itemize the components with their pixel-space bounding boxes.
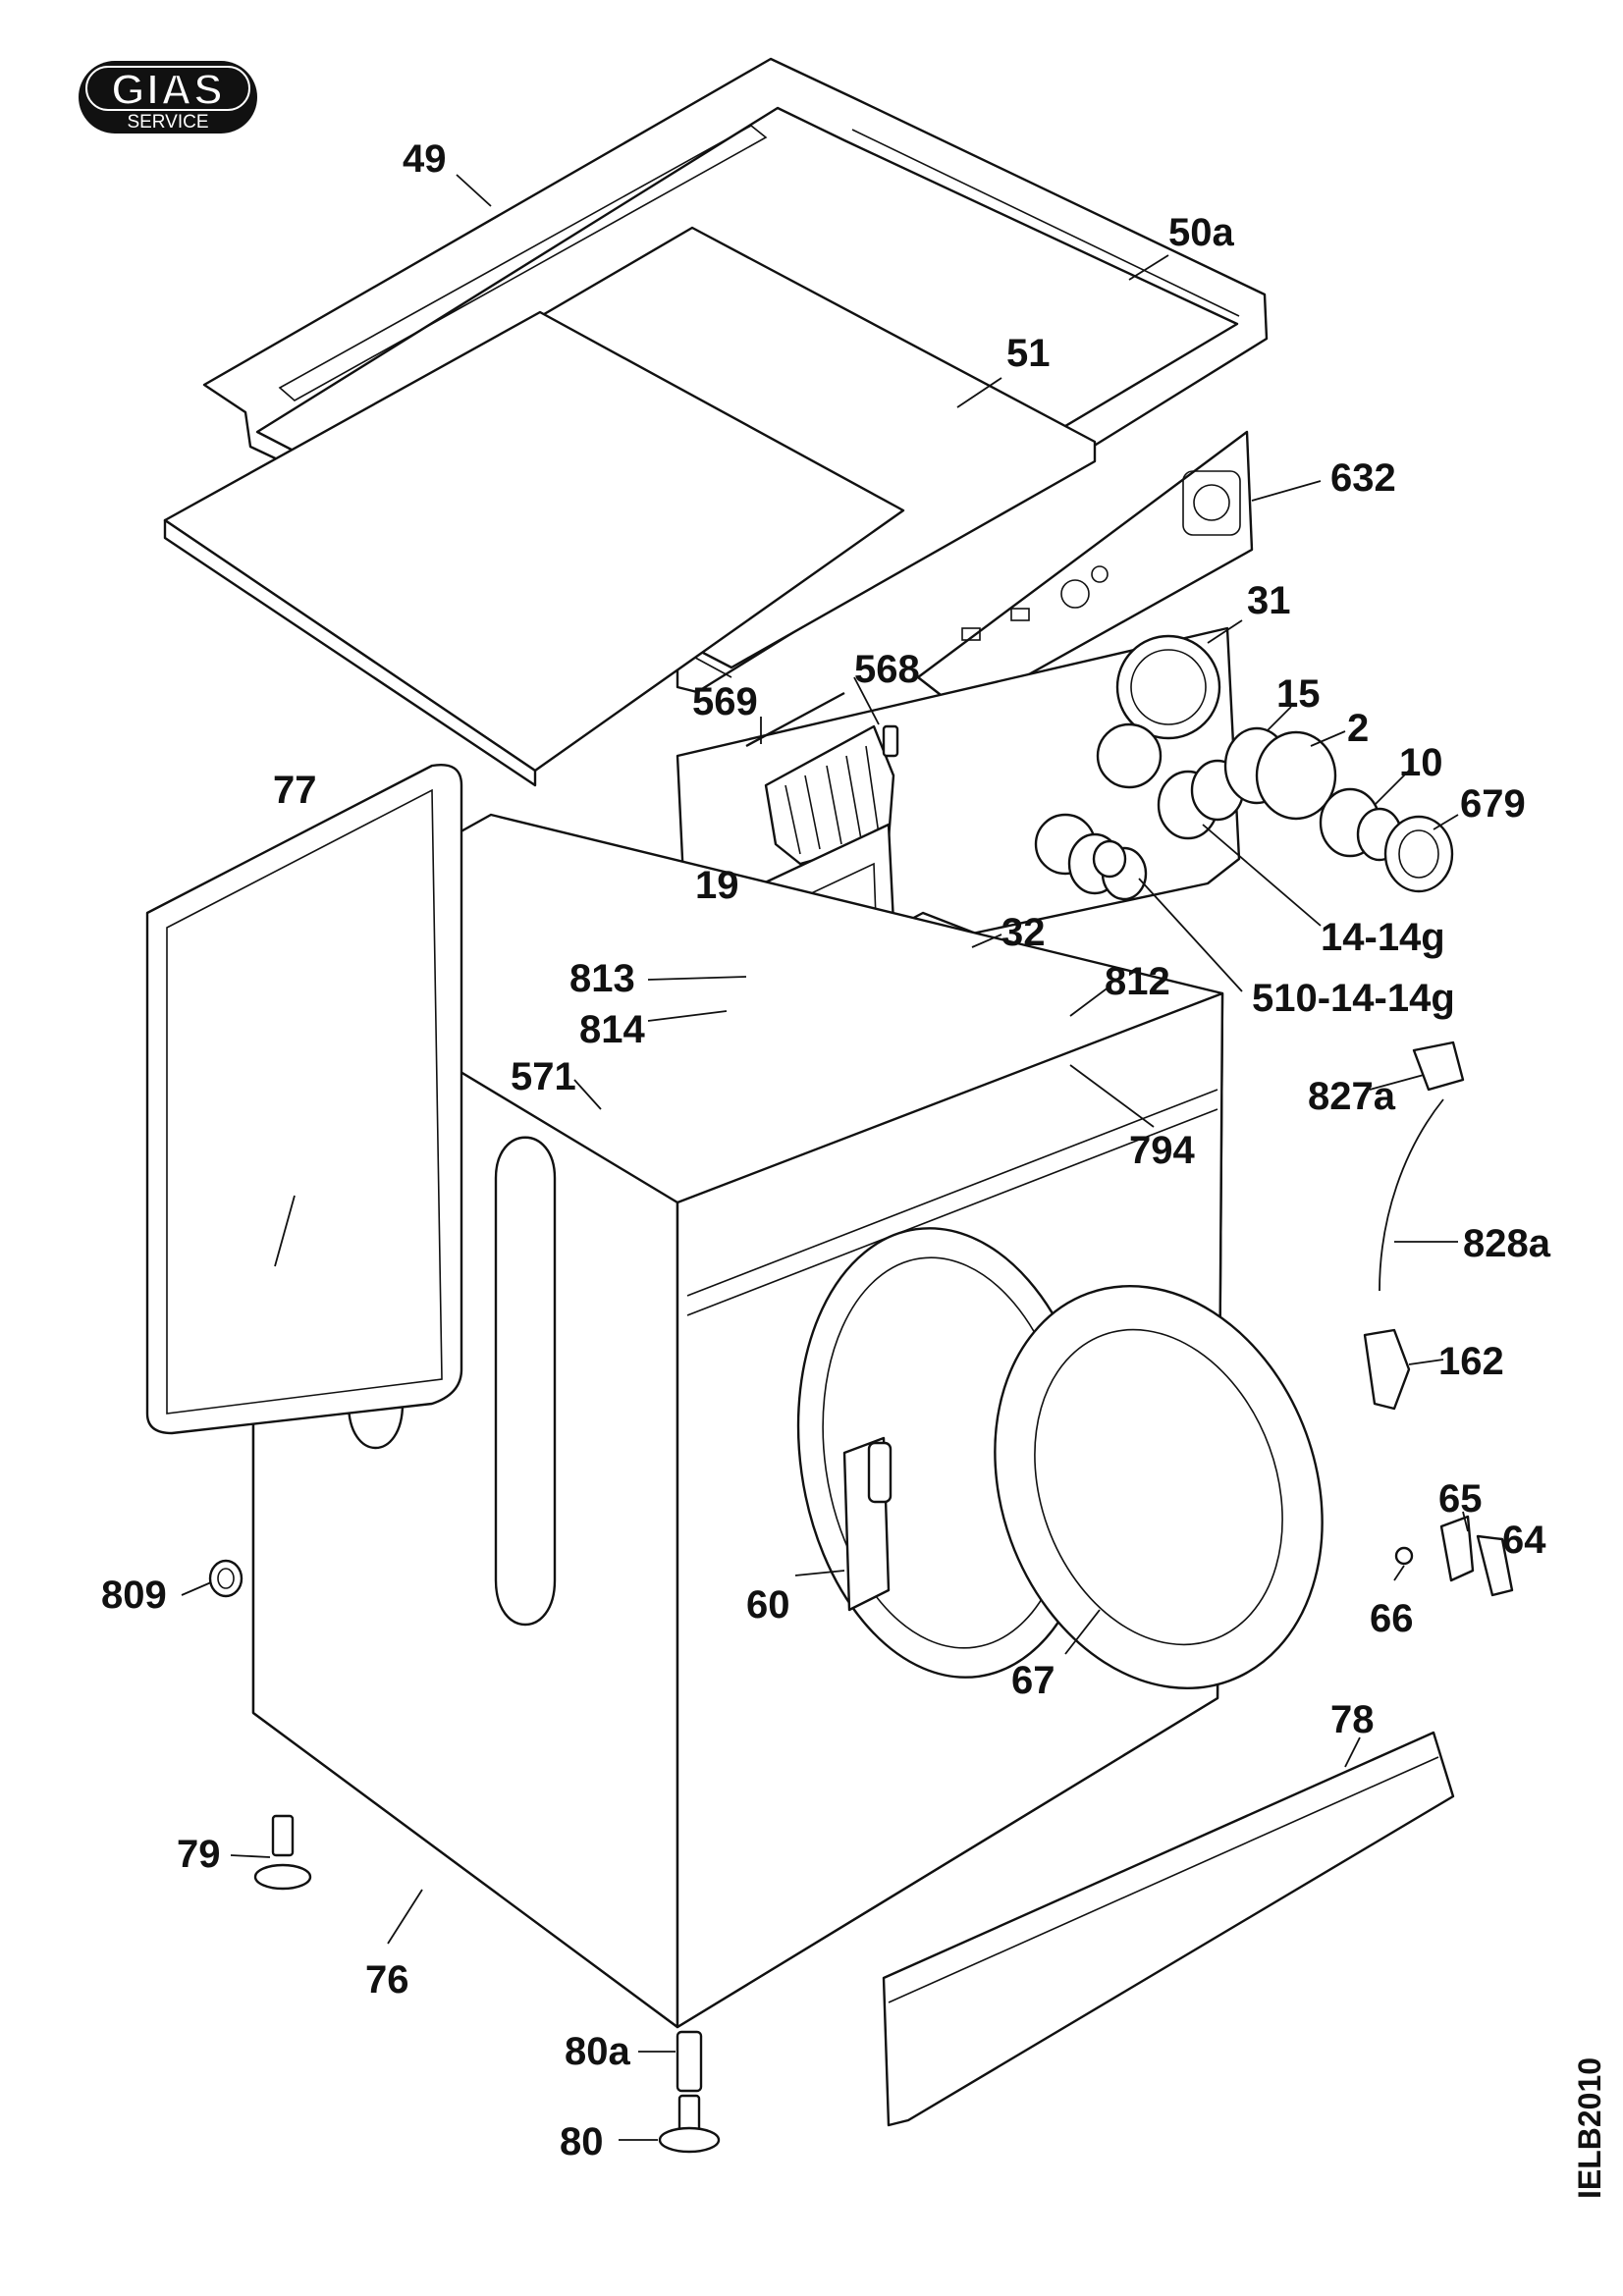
plug-cap xyxy=(208,1559,243,1598)
button-rod xyxy=(745,691,845,748)
label-568: 568 xyxy=(854,648,920,691)
label-812: 812 xyxy=(1105,960,1170,1003)
part-labels: 49 50a 51 632 31 568 569 15 2 10 679 77 … xyxy=(101,137,1551,2163)
label-794: 794 xyxy=(1129,1129,1195,1172)
logo-tagline: SERVICE xyxy=(127,112,208,133)
interlock-162 xyxy=(1363,1328,1411,1411)
door xyxy=(994,1285,1324,1689)
label-569: 569 xyxy=(692,680,758,723)
leader-lines xyxy=(181,174,1469,2141)
label-80: 80 xyxy=(560,2120,604,2163)
label-79: 79 xyxy=(177,1833,221,1876)
label-65: 65 xyxy=(1438,1477,1483,1521)
foot-80 xyxy=(658,2094,721,2154)
plinth-kickboard xyxy=(882,1731,1455,2127)
spring xyxy=(882,724,899,758)
label-49: 49 xyxy=(403,137,447,181)
label-32: 32 xyxy=(1001,911,1046,954)
push-buttons xyxy=(764,724,895,866)
label-827a: 827a xyxy=(1308,1075,1396,1118)
label-76: 76 xyxy=(365,1958,409,2002)
spring-80a xyxy=(676,2030,703,2093)
label-679: 679 xyxy=(1460,782,1526,826)
door-seal-gasket xyxy=(145,764,463,1435)
label-813: 813 xyxy=(569,957,635,1000)
program-knob-assembly xyxy=(1157,726,1454,893)
label-814: 814 xyxy=(579,1008,645,1051)
label-828a: 828a xyxy=(1463,1222,1551,1265)
drawing-code: IELB2010 xyxy=(1572,2057,1607,2199)
label-632: 632 xyxy=(1330,456,1396,500)
foot-79 xyxy=(253,1814,312,1891)
label-10: 10 xyxy=(1399,741,1443,784)
label-19: 19 xyxy=(695,864,739,907)
logo-brand: GIAS xyxy=(111,66,225,114)
label-510-14-14g: 510-14-14g xyxy=(1252,977,1455,1020)
label-31: 31 xyxy=(1247,579,1291,622)
label-80a: 80a xyxy=(565,2030,630,2073)
label-809: 809 xyxy=(101,1574,167,1617)
selector-knob-small xyxy=(1067,832,1148,901)
label-77: 77 xyxy=(273,769,317,812)
label-14-14g: 14-14g xyxy=(1321,916,1445,959)
door-hinge xyxy=(842,1436,893,1612)
gias-service-logo: GIAS SERVICE xyxy=(79,61,257,133)
label-66: 66 xyxy=(1370,1597,1414,1640)
label-51: 51 xyxy=(1006,332,1051,375)
label-67: 67 xyxy=(1011,1659,1055,1702)
label-78: 78 xyxy=(1330,1698,1375,1741)
label-571: 571 xyxy=(511,1055,576,1098)
insulation-sheet xyxy=(163,310,905,787)
label-2: 2 xyxy=(1347,707,1369,750)
door-catch xyxy=(1394,1515,1514,1597)
label-64: 64 xyxy=(1502,1519,1546,1562)
door-lock-827a xyxy=(1412,1041,1465,1092)
label-60: 60 xyxy=(746,1583,790,1627)
label-162: 162 xyxy=(1438,1340,1504,1383)
cable-828a xyxy=(1379,1098,1444,1292)
label-15: 15 xyxy=(1276,672,1321,716)
label-50a: 50a xyxy=(1168,211,1234,254)
